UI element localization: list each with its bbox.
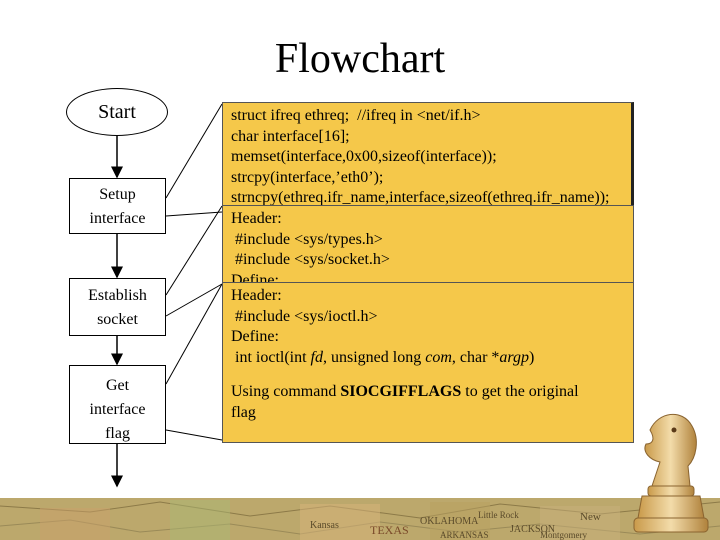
ioctl-info-panel: Header: #include <sys/ioctl.h> Define: i… bbox=[222, 282, 634, 443]
using-command-text-line2: flag bbox=[231, 403, 625, 424]
ioctl-signature: int ioctl(int fd, unsigned long com, cha… bbox=[231, 348, 625, 369]
code-line: struct ifreq ethreq; //ifreq in <net/if.… bbox=[231, 106, 623, 127]
using-command-text: Using command SIOCGIFFLAGS to get the or… bbox=[231, 382, 625, 403]
establish-socket-line1: Establish bbox=[70, 284, 165, 308]
get-flag-line1: Get bbox=[70, 374, 165, 398]
callout-line-socket-top bbox=[166, 206, 222, 295]
map-decoration-band: Kansas TEXAS OKLAHOMA Little Rock JACKSO… bbox=[0, 498, 720, 540]
callout-line-flag-bottom bbox=[166, 430, 222, 440]
code-line: strcpy(interface,’eth0’); bbox=[231, 168, 623, 189]
code-line: memset(interface,0x00,sizeof(interface))… bbox=[231, 147, 623, 168]
map-decoration: Kansas TEXAS OKLAHOMA Little Rock JACKSO… bbox=[0, 498, 720, 540]
panel-header-label: Header: bbox=[231, 209, 625, 230]
setup-interface-line2: interface bbox=[70, 207, 165, 231]
code-line: char interface[16]; bbox=[231, 127, 623, 148]
setup-interface-node: Setup interface bbox=[69, 178, 166, 234]
map-label: Kansas bbox=[310, 520, 339, 531]
chess-knight-icon bbox=[630, 400, 710, 540]
include-line: #include <sys/ioctl.h> bbox=[231, 307, 625, 328]
define-label: Define: bbox=[231, 327, 625, 348]
map-label: New bbox=[580, 511, 601, 523]
include-line: #include <sys/types.h> bbox=[231, 230, 625, 251]
callout-line-setup-top bbox=[166, 104, 222, 198]
map-label: Montgomery bbox=[540, 530, 587, 540]
callout-line-setup-bottom bbox=[166, 212, 222, 216]
establish-socket-line2: socket bbox=[70, 308, 165, 332]
map-label: OKLAHOMA bbox=[420, 516, 479, 527]
start-node: Start bbox=[66, 88, 168, 136]
callout-line-flag-top bbox=[166, 284, 222, 384]
map-label: TEXAS bbox=[370, 523, 409, 537]
map-label: Little Rock bbox=[478, 510, 519, 520]
map-label: ARKANSAS bbox=[440, 530, 489, 540]
setup-interface-line1: Setup bbox=[70, 183, 165, 207]
get-interface-flag-node: Get interface flag bbox=[69, 365, 166, 444]
get-flag-line3: flag bbox=[70, 422, 165, 446]
socket-header-panel: Header: #include <sys/types.h> #include … bbox=[222, 205, 634, 283]
panel-header-label: Header: bbox=[231, 286, 625, 307]
establish-socket-node: Establish socket bbox=[69, 278, 166, 336]
include-line: #include <sys/socket.h> bbox=[231, 250, 625, 271]
get-flag-line2: interface bbox=[70, 398, 165, 422]
